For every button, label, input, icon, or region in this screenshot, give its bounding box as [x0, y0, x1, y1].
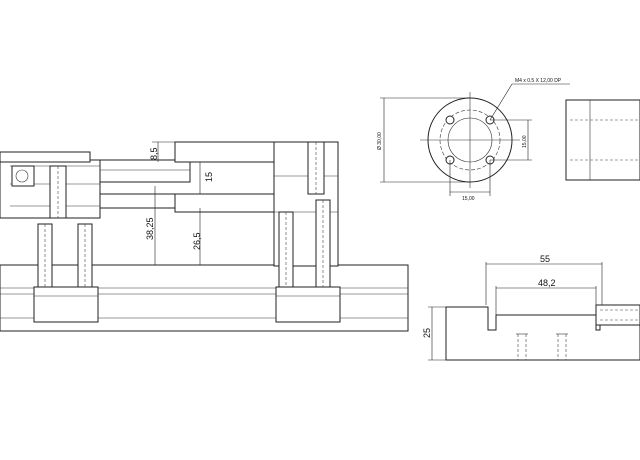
left-top-plate — [0, 151, 91, 163]
dim-height-25: 25 — [422, 328, 432, 338]
flange-side-body — [565, 99, 640, 181]
slider-block-outline — [445, 306, 640, 361]
dim-width-48: 48,2 — [538, 278, 556, 288]
carriage-block-left — [33, 286, 99, 323]
bore-height-callout: 15,00 — [522, 135, 528, 148]
slider-block-section — [428, 262, 640, 361]
clamp-knob — [15, 169, 29, 183]
flange-nut-side-view — [565, 99, 640, 181]
bolt-hole-1 — [445, 115, 455, 125]
dim-height-26: 26,5 — [192, 232, 202, 250]
thread-stud — [595, 304, 640, 326]
diameter-callout: Ø 30,00 — [377, 132, 383, 150]
carriage-block-right — [275, 286, 341, 323]
thread-callout: M4 x 0.5 X 12,00 DP — [515, 78, 562, 84]
bore-width-callout: 15,00 — [462, 196, 475, 202]
dim-gap-small: 8,5 — [149, 147, 159, 160]
dim-width-55: 55 — [540, 254, 550, 264]
dim-gap-15: 15 — [204, 172, 214, 182]
right-post-2 — [315, 199, 331, 288]
front-view-assembly — [0, 141, 409, 332]
upper-arm — [99, 159, 191, 183]
clamp-knob-box — [11, 165, 35, 187]
flange-nut-front-view — [380, 83, 570, 196]
dim-height-38: 38,25 — [145, 217, 155, 240]
